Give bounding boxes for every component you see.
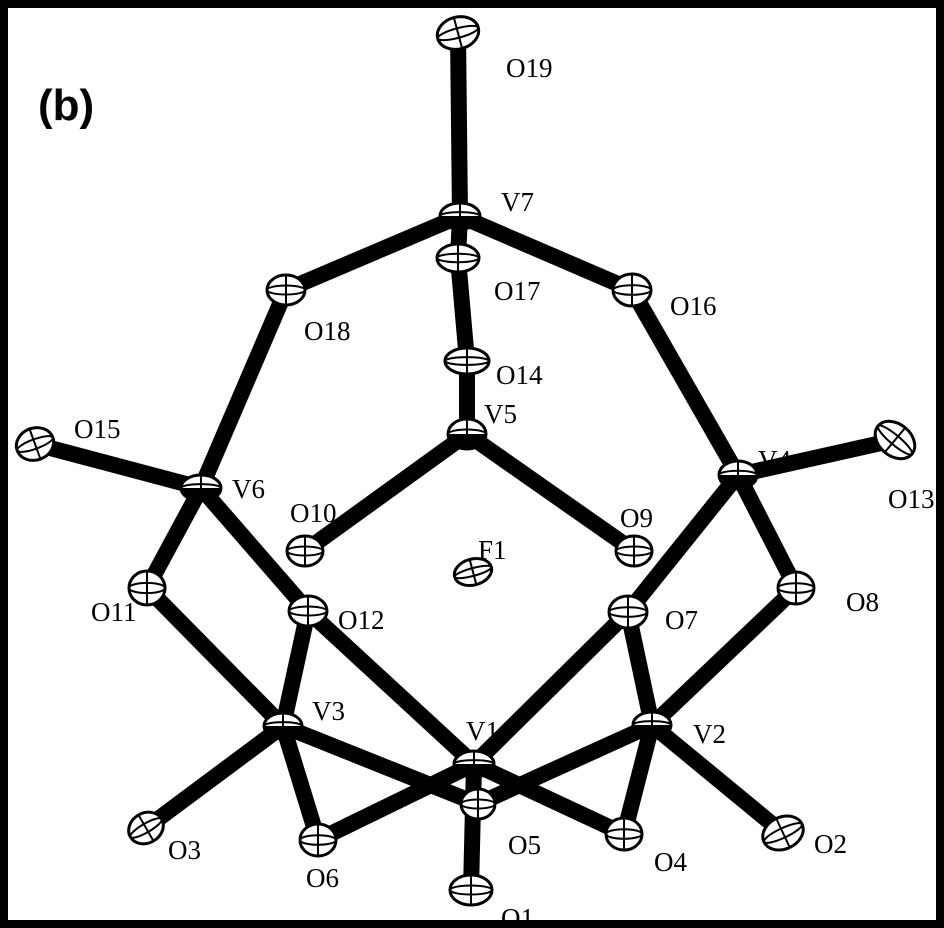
atom-o14 [443,346,491,376]
atom-o5 [459,787,497,821]
atom-o16 [611,272,653,308]
atom-label-v1: V1 [466,716,499,746]
bond-v3-o11 [141,582,289,732]
atom-label-o4: O4 [654,847,687,877]
atom-f1 [452,557,494,587]
atom-label-o7: O7 [665,605,698,635]
bond-v4-o8 [730,471,804,592]
bond-v5-o10 [300,427,472,558]
bond-o17-o14 [450,257,475,362]
atom-label-v7: V7 [501,187,534,217]
atom-v2 [631,710,673,740]
atom-label-v2: V2 [693,719,726,749]
principal-axis [452,17,464,49]
bond-v2-o2 [646,718,789,840]
atom-label-o13: O13 [888,484,935,514]
atom-o8 [776,570,816,606]
atom-label-o9: O9 [620,503,653,533]
atom-label-o5: O5 [508,830,541,860]
atom-label-o15: O15 [74,414,121,444]
atom-o4 [604,816,644,852]
atom-o18 [265,273,307,307]
panel-label: (b) [38,81,94,130]
bond-v2-o7 [620,610,660,727]
atom-o2 [761,814,805,852]
bond-v3-o12 [275,609,316,728]
principal-axis [28,428,42,460]
atoms-layer [14,15,917,907]
bond-v4-o16 [625,286,745,479]
bond-v6-o11 [139,484,209,592]
bond-v1-o6 [314,756,478,848]
bond-v6-o15 [32,436,204,496]
atom-label-o8: O8 [846,587,879,617]
principal-axis [883,427,907,453]
bonds-layer [32,32,897,891]
atom-o12 [287,594,329,628]
atom-v5 [446,417,488,451]
bond-v1-o4 [470,756,628,842]
bond-v7-o19 [450,32,468,217]
atom-o10 [285,534,325,568]
atom-label-o10: O10 [290,498,337,528]
atom-o1 [448,873,494,907]
atom-label-v3: V3 [312,696,345,726]
bond-v1-o1 [463,763,482,891]
atom-label-o19: O19 [506,53,553,83]
principal-axis [468,559,478,585]
atom-label-v5: V5 [484,399,517,429]
atom-o6 [298,822,338,858]
atom-label-o18: O18 [304,316,351,346]
atom-v1 [452,749,496,779]
bond-v1-o7 [468,606,634,770]
bond-v2-o5 [474,717,656,812]
atom-v3 [262,711,304,741]
atom-o11 [127,569,167,607]
bond-v2-o4 [616,723,660,836]
atom-label-o11: O11 [91,597,137,627]
atom-label-o2: O2 [814,829,847,859]
atom-label-o6: O6 [306,863,339,893]
atom-o13 [873,419,917,461]
bond-v2-o8 [646,582,802,731]
atom-label-o3: O3 [168,835,201,865]
atom-label-v4: V4 [758,445,791,475]
atom-v4 [717,459,759,491]
atom-label-o14: O14 [496,360,543,390]
atom-v6 [179,473,223,503]
atom-o15 [14,426,56,462]
bond-v3-o3 [141,719,288,835]
bond-v6-o12 [194,482,315,617]
bond-v4-o13 [736,432,897,483]
bond-v7-o18 [282,208,464,298]
principal-axis [137,814,155,842]
bond-v1-o12 [302,605,480,770]
principal-axis [775,818,791,848]
bond-v6-o18 [193,286,294,492]
atom-o9 [614,534,654,568]
bond-v5-o9 [462,427,639,558]
bond-v3-o5 [280,718,481,812]
atom-label-o1: O1 [501,903,534,920]
atom-label-f1: F1 [478,535,507,565]
atom-label-o12: O12 [338,605,385,635]
atom-label-o16: O16 [670,291,717,321]
atom-label-o17: O17 [494,276,541,306]
bond-v3-o6 [275,723,326,843]
atom-v7 [438,201,482,231]
bond-v4-o7 [621,469,745,618]
atom-o3 [127,810,165,846]
atom-label-v6: V6 [232,474,265,504]
bond-v7-o16 [456,208,636,298]
atom-o17 [435,242,481,274]
atom-o7 [607,594,649,630]
atom-o19 [435,15,481,51]
